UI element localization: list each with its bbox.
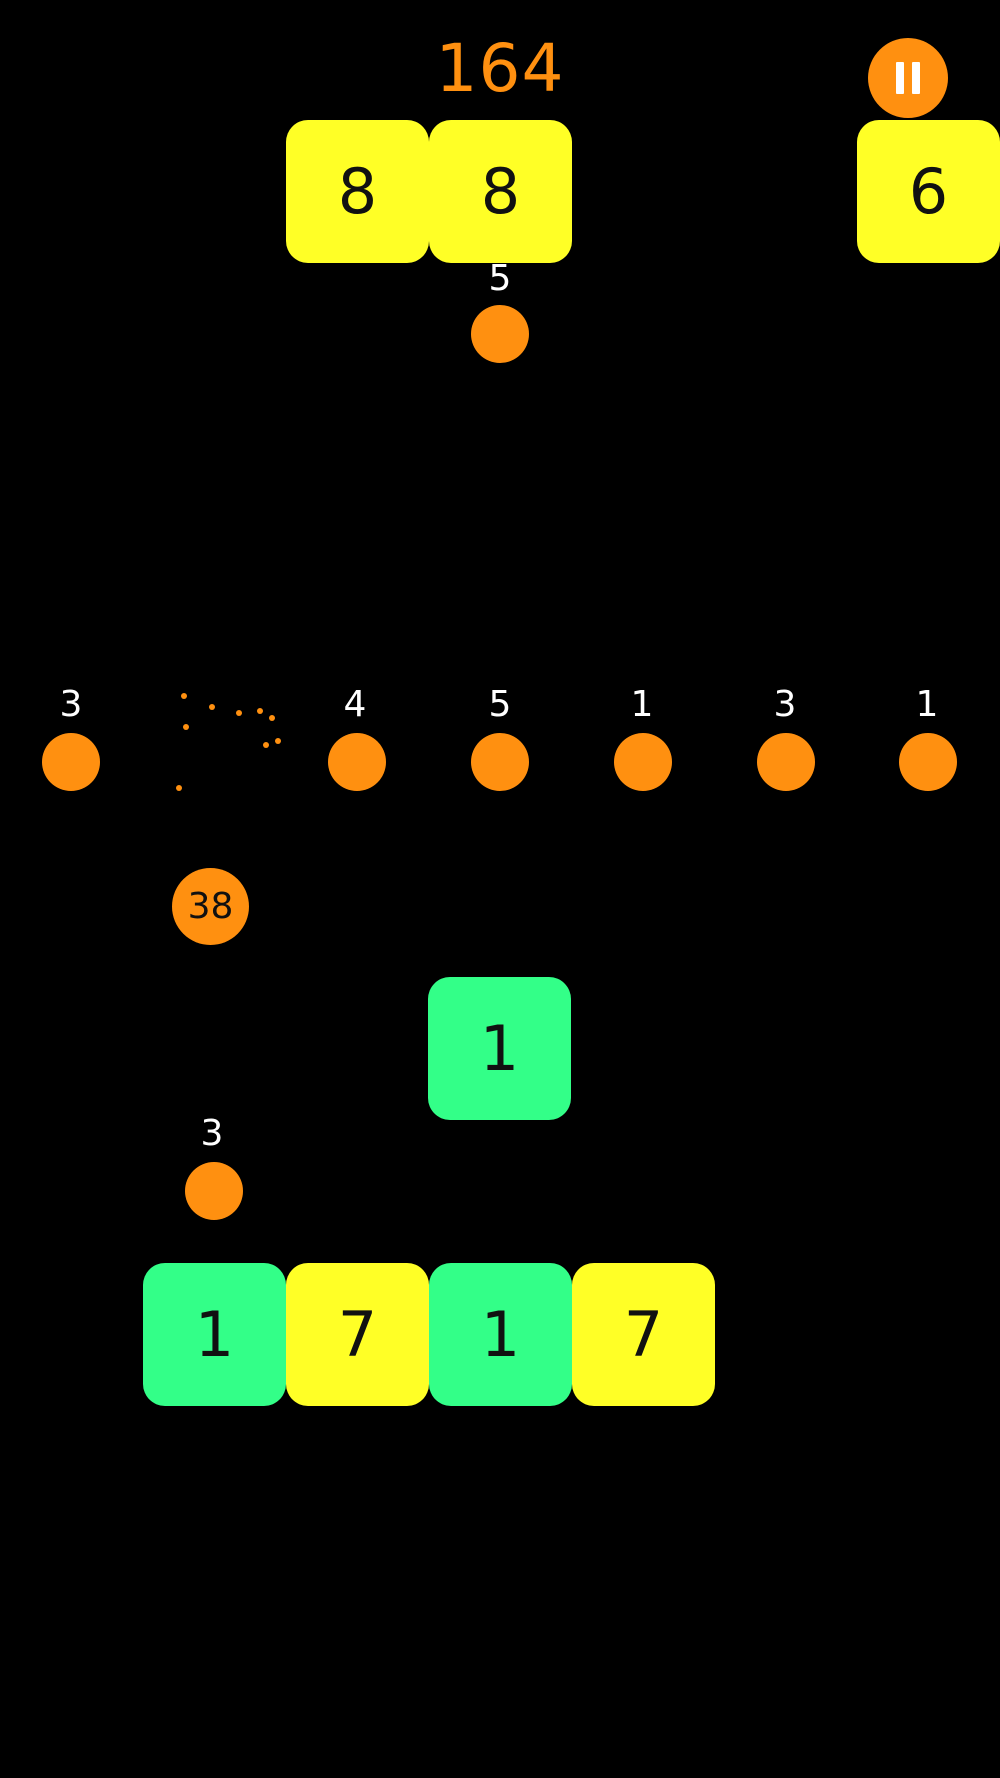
block-top-1: 8 [286, 120, 429, 263]
pickup-ball-row-5 [757, 733, 815, 791]
pause-bar-left [896, 62, 904, 94]
pickup-ball-row-1 [42, 733, 100, 791]
pickup-top-label: 5 [488, 258, 512, 299]
block-middle: 1 [428, 977, 571, 1120]
particle [263, 742, 269, 748]
pickup-row-label-2: 4 [343, 684, 367, 725]
particle [176, 785, 182, 791]
particle [209, 704, 215, 710]
pickup-row-label-6: 1 [915, 684, 939, 725]
pickup-row-label-1: 3 [59, 684, 83, 725]
block-top-3: 6 [857, 120, 1000, 263]
pickup-ball-row-3 [471, 733, 529, 791]
block-bottom-4: 7 [572, 1263, 715, 1406]
pause-button[interactable] [868, 38, 948, 118]
particle [183, 724, 189, 730]
pickup-lower-label: 3 [200, 1113, 224, 1154]
score-display: 164 [435, 30, 565, 107]
pickup-row-label-4: 1 [630, 684, 654, 725]
particle [269, 715, 275, 721]
block-bottom-3: 1 [429, 1263, 572, 1406]
block-bottom-1: 1 [143, 1263, 286, 1406]
particle [257, 708, 263, 714]
pickup-ball-row-4 [614, 733, 672, 791]
block-bottom-2: 7 [286, 1263, 429, 1406]
pickup-row-label-3: 5 [488, 684, 512, 725]
particle [236, 710, 242, 716]
pickup-ball-row-2 [328, 733, 386, 791]
block-top-2: 8 [429, 120, 572, 263]
pause-bar-right [912, 62, 920, 94]
particle [275, 738, 281, 744]
shooter-ball[interactable]: 38 [172, 868, 249, 945]
pickup-ball-lower [185, 1162, 243, 1220]
particle [181, 693, 187, 699]
pickup-row-label-5: 3 [773, 684, 797, 725]
pickup-ball-row-6 [899, 733, 957, 791]
pickup-ball-top [471, 305, 529, 363]
